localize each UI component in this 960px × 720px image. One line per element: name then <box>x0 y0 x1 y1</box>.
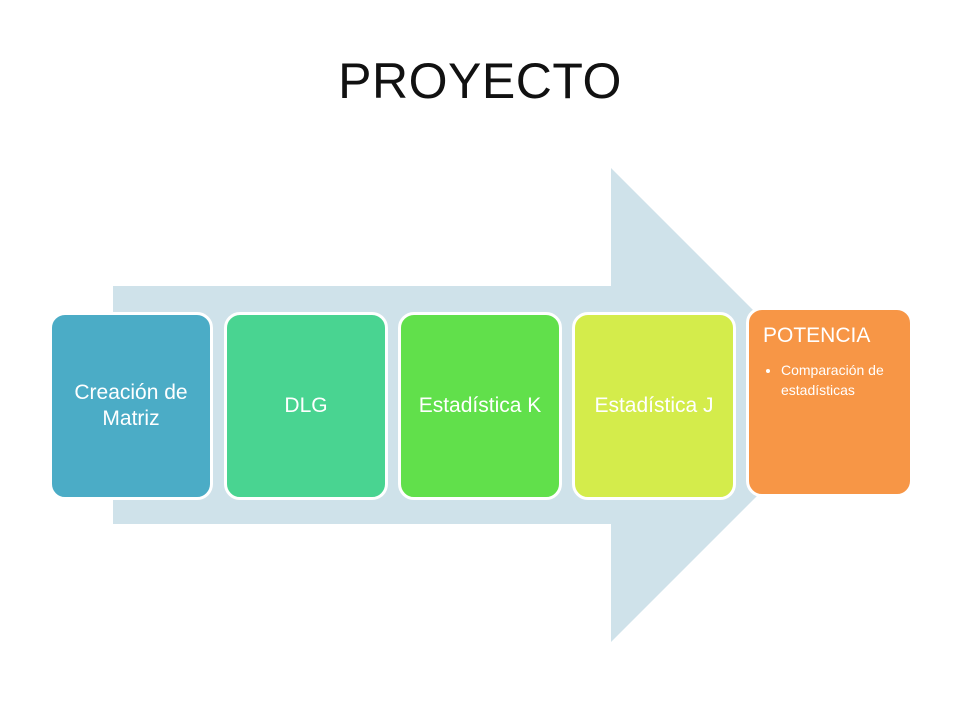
step-label: Creación de Matriz <box>74 380 188 430</box>
step-dlg-box: DLG <box>224 312 388 500</box>
page-title: PROYECTO <box>338 53 622 109</box>
step-estadistica-j-box: Estadística J <box>572 312 736 500</box>
step-label: DLG <box>284 393 328 417</box>
final-bullet-item: Comparación de estadísticas <box>781 360 900 401</box>
step-label: Estadística J <box>594 393 714 417</box>
step-creacion-matriz-box: Creación de Matriz <box>49 312 213 500</box>
final-title: POTENCIA <box>763 324 871 347</box>
step-label: Estadística K <box>418 393 542 417</box>
final-potencia-box: POTENCIA Comparación de estadísticas <box>746 307 913 497</box>
final-bullet-list: Comparación de estadísticas <box>763 360 900 401</box>
step-estadistica-k-box: Estadística K <box>398 312 562 500</box>
